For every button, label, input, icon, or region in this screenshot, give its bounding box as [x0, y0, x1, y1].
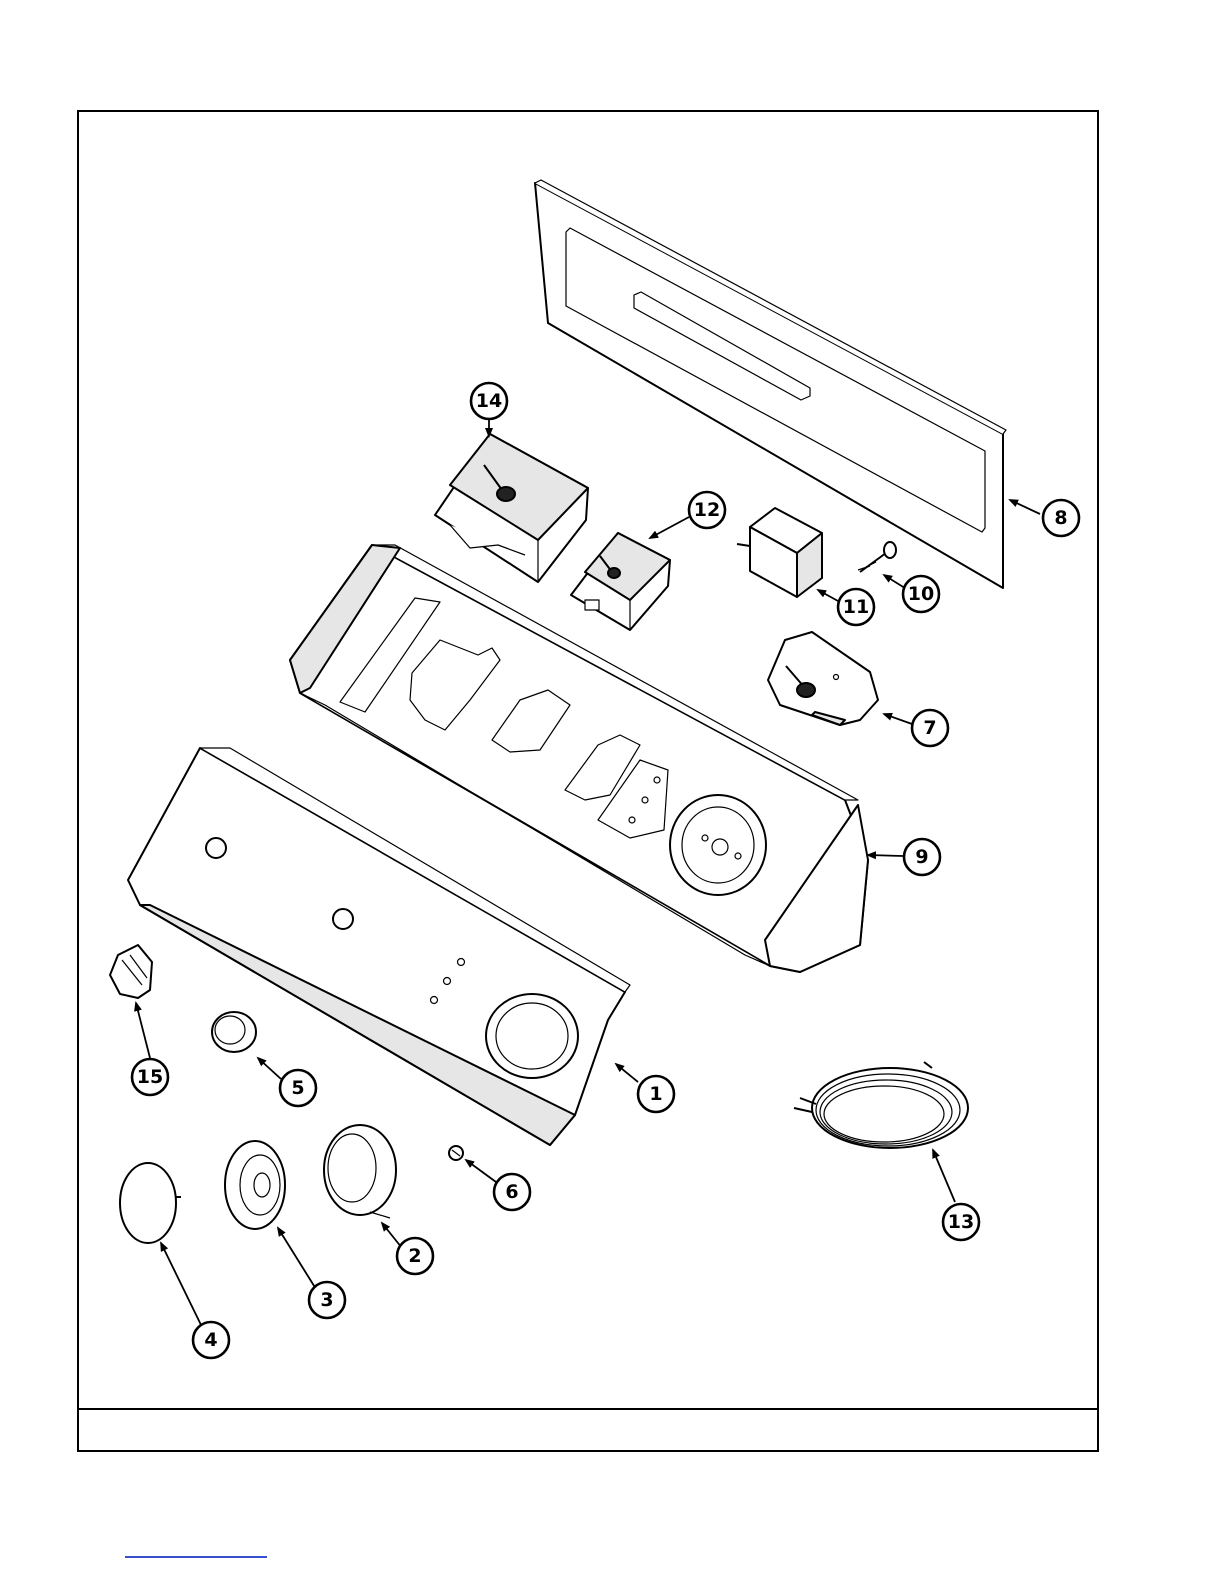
svg-text:1: 1 [649, 1083, 662, 1105]
svg-text:2: 2 [408, 1245, 421, 1267]
svg-text:3: 3 [320, 1289, 333, 1311]
bezel-2-part [324, 1125, 396, 1218]
svg-text:15: 15 [137, 1066, 163, 1088]
callout-1: 1 [638, 1076, 674, 1112]
switch-12-part [571, 533, 670, 630]
callout-6: 6 [494, 1174, 530, 1210]
svg-text:9: 9 [915, 846, 928, 868]
callout-10: 10 [903, 576, 939, 612]
callout-12: 12 [689, 492, 725, 528]
svg-text:12: 12 [694, 499, 720, 521]
switch-7-part [768, 632, 878, 725]
svg-text:13: 13 [948, 1211, 974, 1233]
svg-text:6: 6 [505, 1181, 518, 1203]
screw-10-part [858, 542, 896, 572]
callout-7: 7 [912, 710, 948, 746]
dial-3-part [225, 1141, 285, 1229]
svg-text:11: 11 [843, 596, 869, 618]
cover-4-part [120, 1163, 181, 1243]
wire-harness-13-part [794, 1062, 968, 1148]
callout-2: 2 [397, 1238, 433, 1274]
callout-9: 9 [904, 839, 940, 875]
callout-14: 14 [471, 383, 507, 419]
callout-4: 4 [193, 1322, 229, 1358]
callout-3: 3 [309, 1282, 345, 1318]
cube-11-part [737, 508, 822, 597]
svg-text:7: 7 [923, 717, 936, 739]
svg-text:14: 14 [476, 390, 502, 412]
callout-8: 8 [1043, 500, 1079, 536]
callout-5: 5 [280, 1070, 316, 1106]
switch-14-part [435, 434, 588, 582]
svg-text:5: 5 [291, 1077, 304, 1099]
svg-text:10: 10 [908, 583, 934, 605]
bottom-rule [125, 1556, 267, 1558]
screw-6-part [449, 1146, 463, 1160]
svg-text:4: 4 [204, 1329, 217, 1351]
callout-13: 13 [943, 1204, 979, 1240]
button-5-part [212, 1012, 256, 1052]
callout-11: 11 [838, 589, 874, 625]
knob-15-part [110, 945, 152, 998]
svg-text:8: 8 [1054, 507, 1067, 529]
callout-15: 15 [132, 1059, 168, 1095]
